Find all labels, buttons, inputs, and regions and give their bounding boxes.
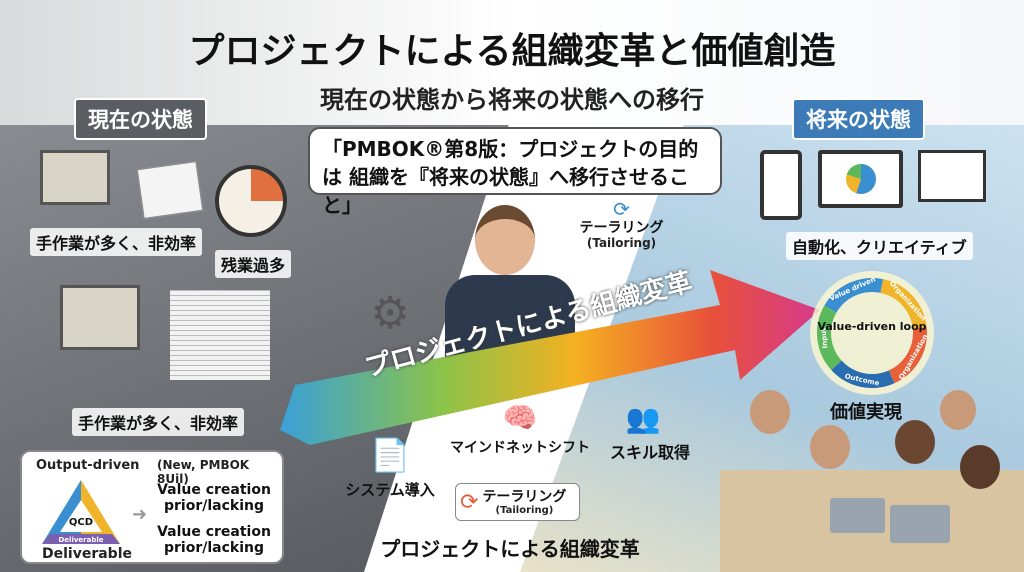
value-realization-label: 価値実現: [830, 402, 902, 423]
team-member: [895, 420, 935, 464]
transformation-arrow: [280, 270, 820, 445]
output-driven-label: Output-driven: [36, 458, 140, 473]
loop-segment-organization-2: [817, 278, 927, 388]
automation-caption: 自動化、クリエイティブ: [786, 232, 973, 260]
mindset-label: マインドネットシフト: [450, 440, 590, 456]
cycle-arrows-icon: ⟳: [460, 489, 479, 515]
qcd-label: QCD: [69, 517, 93, 528]
caption-manual-work-2: 手作業が多く、非効率: [72, 408, 245, 436]
clock-icon: [215, 165, 287, 237]
tailoring-label: テーラリング: [579, 220, 664, 236]
people-icon: 👥: [625, 401, 661, 435]
tailoring-en-label: (Tailoring): [495, 504, 554, 516]
value-driven-loop: Value driven Organization Organization O…: [810, 271, 934, 395]
paper-pile-icon: [170, 290, 270, 380]
loop-segment-outcome: [817, 278, 927, 388]
laptop-icon: [830, 498, 885, 533]
team-member: [750, 390, 790, 434]
old-computer-icon: [60, 285, 140, 350]
tablet-chart-icon: [760, 150, 802, 220]
team-member: [810, 425, 850, 469]
current-state-label: 現在の状態: [74, 98, 207, 140]
future-state-label: 将来の状態: [792, 98, 925, 140]
laptop-icon: [890, 505, 950, 543]
loop-segment-input: [817, 278, 927, 388]
value-creation-text: Value creation prior/lacking: [157, 482, 271, 514]
pmbok-note: (New, PMBOK 8Uil): [157, 458, 250, 486]
caption-manual-work: 手作業が多く、非効率: [30, 228, 203, 256]
presenter-head: [475, 205, 535, 275]
document-import-icon: 📄: [370, 436, 410, 474]
loop-segment-organization: [817, 278, 927, 388]
tailoring-en-label: (Tailoring): [586, 236, 657, 250]
tailoring-top: ⟳ テーラリング (Tailoring): [574, 198, 669, 250]
laptop-pie-chart-icon: [818, 150, 903, 208]
value-creation-text-2: Value creation prior/lacking: [157, 524, 271, 556]
old-computer-icon: [40, 150, 110, 205]
tailoring-bottom: ⟳ テーラリング (Tailoring): [455, 483, 580, 521]
loop-center-label: Value-driven loop: [817, 320, 926, 333]
brain-icon: 🧠: [502, 400, 538, 434]
team-member: [940, 390, 976, 430]
deliverable-label: Deliverable: [42, 546, 133, 562]
team-member: [960, 445, 1000, 489]
loop-segment-value-driven: [817, 278, 927, 388]
caption-overtime: 残業過多: [215, 250, 292, 278]
cycle-arrows-icon: ⟳: [613, 197, 630, 221]
gear-icon: ⚙: [370, 287, 410, 339]
system-label: システム導入: [345, 481, 435, 499]
monitor-line-chart-icon: [918, 150, 986, 202]
page-title: プロジェクトによる組織変革と価値創造: [188, 31, 836, 72]
paper-stack-icon: [136, 161, 204, 219]
deliverable-base-label: Deliverable: [58, 536, 103, 544]
legacy-model-box: Output-driven QCD Deliverable Deliverabl…: [20, 450, 284, 564]
footer-label: プロジェクトによる組織変革: [380, 537, 640, 561]
pmbok-quote-bubble: 「PMBOK®第8版：プロジェクトの目的は 組織を『将来の状態』へ移行させること…: [308, 127, 722, 217]
qcd-triangle-icon: QCD Deliverable: [42, 480, 120, 544]
arrow-right-icon: ➜: [132, 504, 148, 525]
skill-label: スキル取得: [609, 443, 690, 462]
page-subtitle: 現在の状態から将来の状態への移行: [320, 86, 704, 114]
tailoring-label: テーラリング: [482, 488, 567, 505]
loop-label-input: Input: [819, 327, 829, 349]
